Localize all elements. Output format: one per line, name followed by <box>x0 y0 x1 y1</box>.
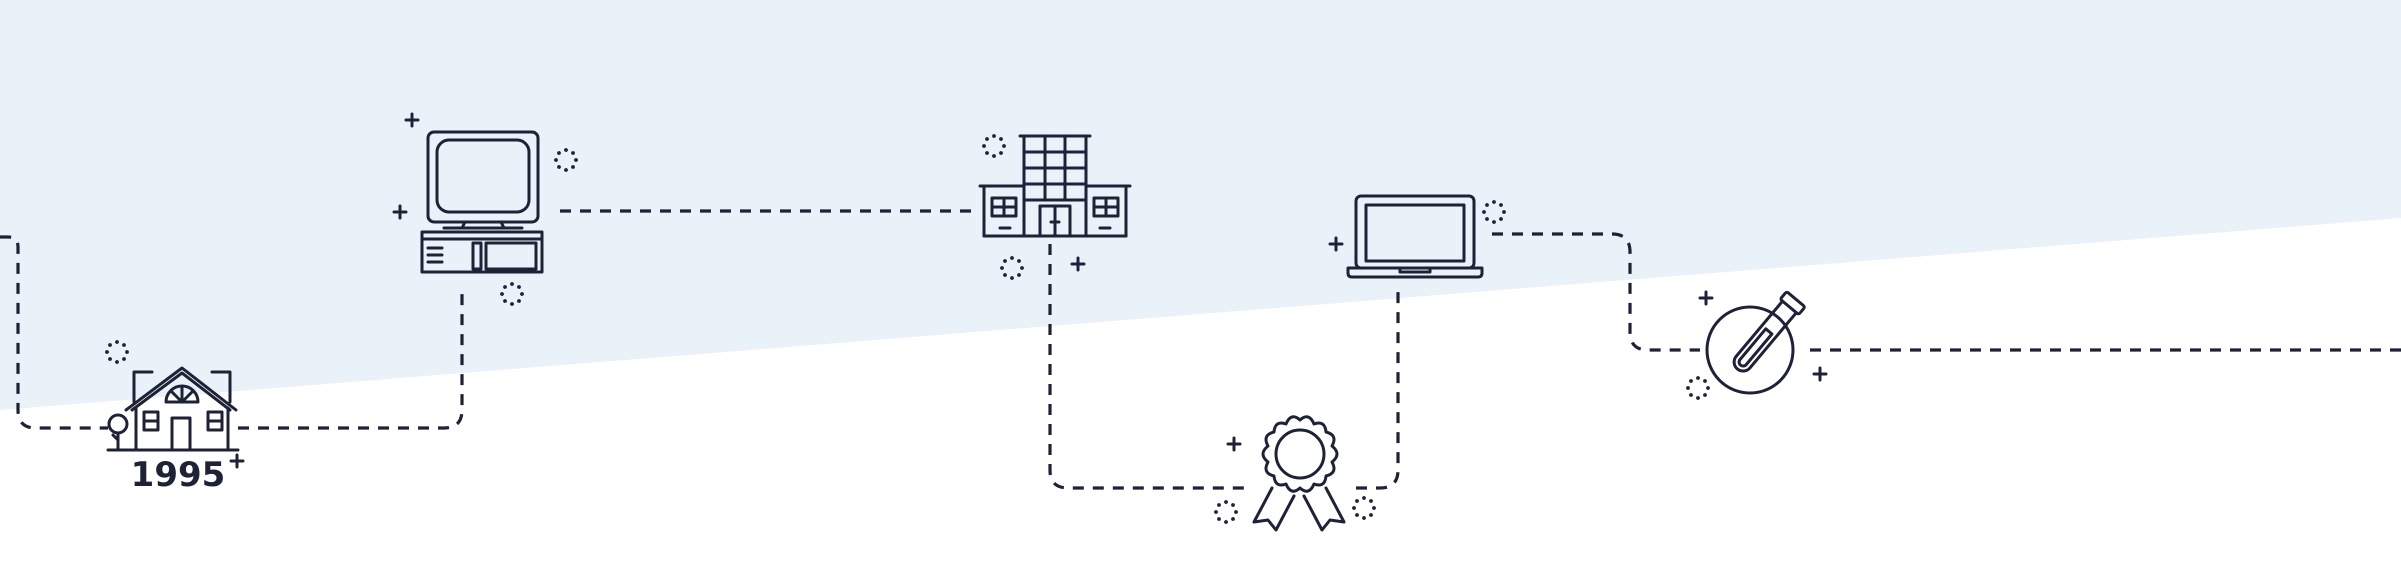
sparkle-plus <box>1226 436 1242 452</box>
milestone-award <box>1214 415 1376 532</box>
desktop-computer-icon <box>420 130 544 274</box>
sparkle-dot-ring <box>1686 376 1710 400</box>
sparkle-dot-ring <box>1214 500 1238 524</box>
milestone-test-tube <box>1686 290 1828 400</box>
background-band <box>0 0 2401 410</box>
house-icon <box>106 366 240 452</box>
sparkle-dot-ring <box>1482 200 1506 224</box>
office-building-icon <box>978 134 1132 238</box>
milestone-office-building <box>978 134 1132 280</box>
sparkle-plus <box>1698 290 1714 306</box>
sparkle-plus <box>404 112 420 128</box>
milestone-laptop <box>1328 194 1506 279</box>
milestone-house: 1995 <box>105 340 245 495</box>
milestone-desktop-computer <box>392 112 578 306</box>
sparkle-dot-ring <box>105 340 129 364</box>
award-ribbon-icon <box>1252 415 1346 532</box>
sparkle-dot-ring <box>982 134 1006 158</box>
laptop-icon <box>1346 194 1484 279</box>
sparkle-plus <box>1812 366 1828 382</box>
test-tube-icon <box>1705 290 1806 395</box>
sparkle-dot-ring <box>1352 496 1376 520</box>
sparkle-plus <box>1070 256 1086 272</box>
sparkle-plus <box>229 453 245 469</box>
timeline-connector <box>0 209 2401 490</box>
sparkle-plus <box>1328 236 1344 252</box>
sparkle-dot-ring <box>1000 256 1024 280</box>
milestone-year-label: 1995 <box>131 455 226 495</box>
sparkle-plus <box>392 204 408 220</box>
sparkle-dot-ring <box>500 282 524 306</box>
sparkle-dot-ring <box>554 148 578 172</box>
